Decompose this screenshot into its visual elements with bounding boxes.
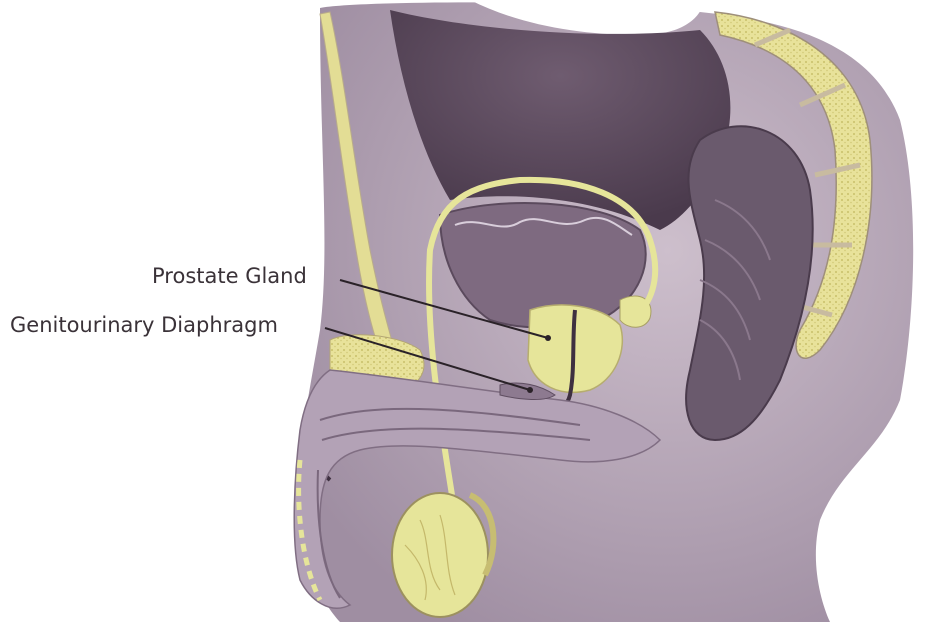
prostate-gland-label: Prostate Gland [152,264,307,288]
testis [392,493,488,617]
prostate-pointer-dot [545,335,551,341]
genitourinary-diaphragm-label: Genitourinary Diaphragm [10,313,278,337]
genitourinary-pointer-dot [527,387,533,393]
